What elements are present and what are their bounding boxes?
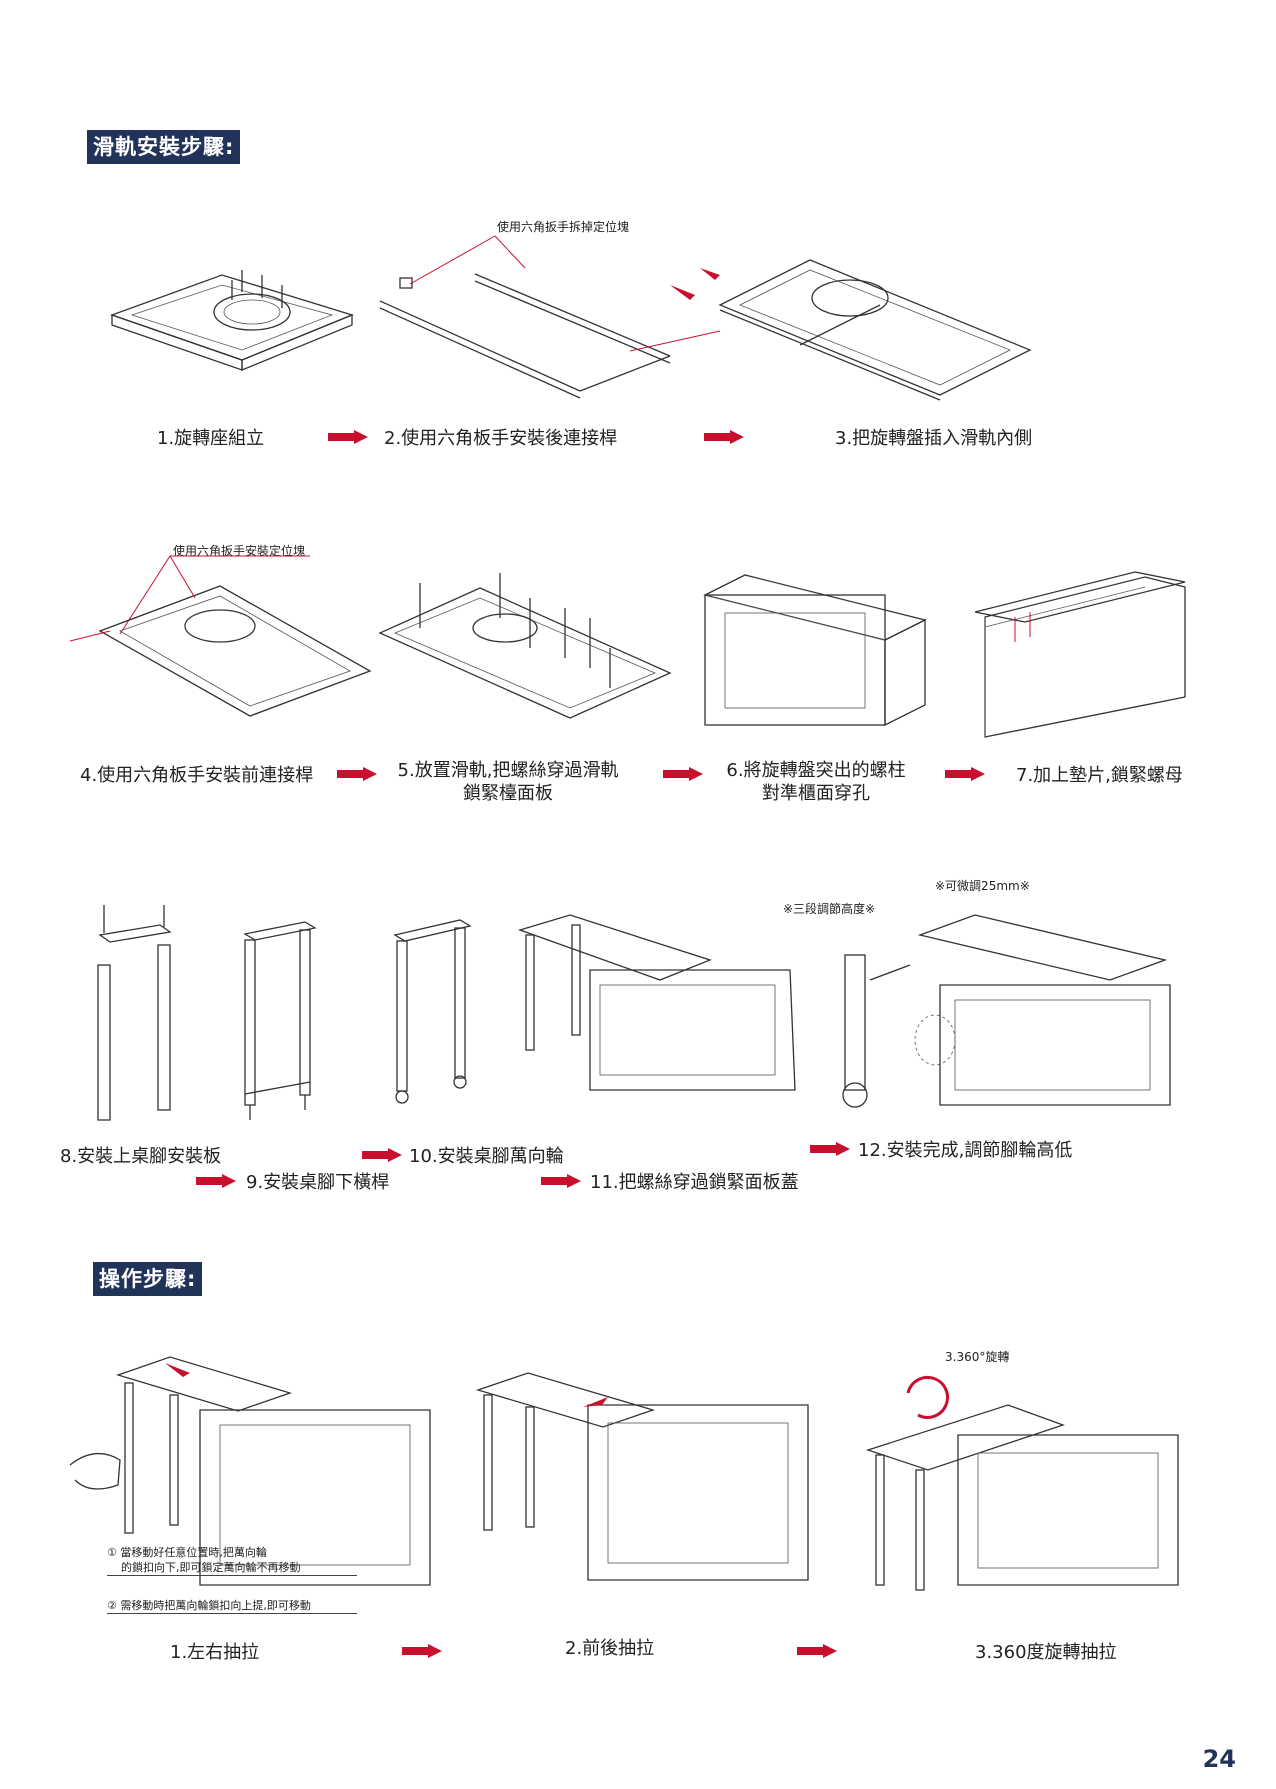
step-5-label: 5.放置滑軌,把螺絲穿過滑軌 鎖緊檯面板 <box>393 759 623 805</box>
step-4-label: 4.使用六角板手安裝前連接桿 <box>80 765 314 786</box>
install-block-callout: 使用六角扳手安裝定位塊 <box>173 544 306 558</box>
red-arrow-icon <box>328 430 368 444</box>
rotate-callout: 3.360°旋轉 <box>945 1350 1010 1364</box>
caster-lock-notes: ① 當移動好任意位置時,把萬向輪 的鎖扣向下,即可鎖定萬向輪不再移動 <box>107 1545 357 1576</box>
operation-1-label: 1.左右抽拉 <box>170 1642 260 1663</box>
insert-plate-figure <box>670 259 1032 401</box>
note-2: ② 需移動時把萬向輪鎖扣向上提,即可移動 <box>107 1598 357 1614</box>
red-arrow-icon <box>797 1644 837 1658</box>
panel-cover-figure <box>517 914 796 1091</box>
rotate-360-figure <box>865 1375 1179 1591</box>
red-arrow-icon <box>196 1174 236 1188</box>
red-arrow-icon <box>362 1148 402 1162</box>
step-5-line-1: 5.放置滑軌,把螺絲穿過滑軌 <box>397 760 619 781</box>
completed-desk-figure <box>842 914 1171 1108</box>
step-12-label: 12.安裝完成,調節腳輪高低 <box>858 1140 1073 1161</box>
operation-section-header: 操作步驟: <box>93 1262 203 1296</box>
leg-crossbar-figure <box>243 921 317 1120</box>
note-1-line-1: ① 當移動好任意位置時,把萬向輪 <box>107 1546 267 1559</box>
note-1-line-2: 的鎖扣向下,即可鎖定萬向輪不再移動 <box>121 1561 301 1574</box>
slide-left-right-figure <box>69 1356 431 1586</box>
red-arrow-icon <box>663 767 703 781</box>
cabinet-bolt-figure <box>974 571 1186 738</box>
slide-front-back-figure <box>475 1372 809 1581</box>
step-1-label: 1.旋轉座組立 <box>157 428 265 449</box>
red-arrow-icon <box>704 430 744 444</box>
step-8-label: 8.安裝上桌腳安裝板 <box>60 1146 222 1167</box>
page-number: 24 <box>1202 1745 1236 1773</box>
step-6-label: 6.將旋轉盤突出的螺柱 對準櫃面穿孔 <box>716 759 916 805</box>
front-connector-figure <box>69 555 372 717</box>
rear-connector-figure <box>379 235 721 399</box>
step-10-label: 10.安裝桌腳萬向輪 <box>409 1146 564 1167</box>
step-6-line-1: 6.將旋轉盤突出的螺柱 <box>726 760 906 781</box>
swivel-base-figure <box>110 270 354 371</box>
red-arrow-icon <box>945 767 985 781</box>
operation-2-label: 2.前後抽拉 <box>565 1638 655 1659</box>
leg-caster-figure <box>393 919 472 1104</box>
leg-plate-figure <box>97 905 172 1121</box>
red-arrow-icon <box>402 1644 442 1658</box>
step-7-label: 7.加上墊片,鎖緊螺母 <box>1016 765 1183 786</box>
step-11-label: 11.把螺絲穿過鎖緊面板蓋 <box>590 1172 799 1193</box>
cabinet-figure <box>703 574 927 727</box>
operation-3-label: 3.360度旋轉抽拉 <box>975 1642 1117 1663</box>
step-6-line-2: 對準櫃面穿孔 <box>762 783 870 804</box>
step-3-label: 3.把旋轉盤插入滑軌內側 <box>835 428 1033 449</box>
remove-block-callout: 使用六角扳手拆掉定位塊 <box>497 220 630 234</box>
step-5-line-2: 鎖緊檯面板 <box>463 783 553 804</box>
red-arrow-icon <box>541 1174 581 1188</box>
three-level-callout: ※三段調節高度※ <box>783 902 876 916</box>
step-9-label: 9.安裝桌腳下橫桿 <box>246 1172 390 1193</box>
red-arrow-icon <box>337 767 377 781</box>
red-arrow-icon <box>810 1142 850 1156</box>
step-2-label: 2.使用六角板手安裝後連接桿 <box>384 428 618 449</box>
rail-section-header: 滑軌安裝步驟: <box>87 130 241 164</box>
countertop-rail-figure <box>378 573 672 719</box>
fine-tune-callout: ※可微調25mm※ <box>935 879 1030 893</box>
